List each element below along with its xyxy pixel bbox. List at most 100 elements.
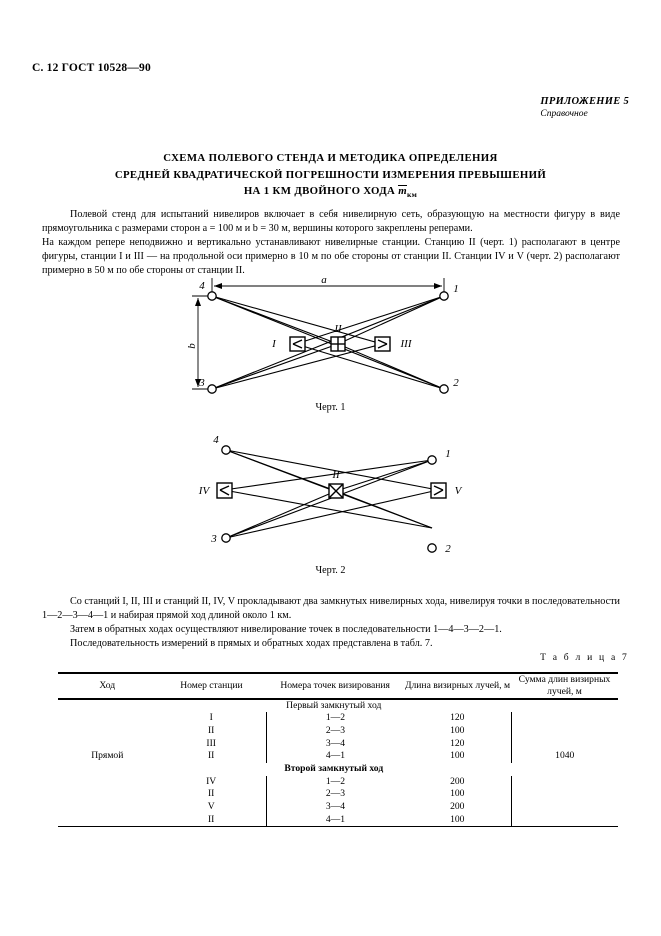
cell-hod [58,725,157,738]
table-row: III 3—4 120 [58,737,618,751]
cell-length: 120 [450,737,465,749]
table-header-row: Ход Номер станции Номера точек визирован… [58,673,618,699]
column-header-station: Номер станции [180,679,243,691]
table-row: Прямой II 4—1 100 1040 [58,750,618,764]
table-body: Первый замкнутый ход I 1—2 120 II 2—3 10… [58,699,618,827]
cell-station: II [207,813,215,825]
table-section-row: Первый замкнутый ход [58,699,618,712]
title-line-1: СХЕМА ПОЛЕВОГО СТЕНДА И МЕТОДИКА ОПРЕДЕЛ… [163,152,498,164]
cell-points: 2—3 [265,788,405,801]
cell-station: II [207,788,215,800]
cell-hod [58,801,157,814]
title-line-3: НА 1 КМ ДВОЙНОГО ХОДА mкм [0,183,661,201]
node-label-3: 3 [210,533,217,545]
dimension-b [191,295,216,390]
intro-paragraphs: Полевой стенд для испытаний нивелиров вк… [42,208,620,278]
cell-length: 100 [450,750,465,762]
cell-sum-total: 1040 [510,750,618,764]
cell-station: II [207,725,215,737]
node-label-1: 1 [445,448,451,460]
cell-length: 100 [450,725,465,737]
cell-hod-empty [58,699,157,712]
cell-station: III [206,737,216,749]
benchmark-nodes [220,445,437,553]
cell-points: 4—1 [265,750,405,764]
dimension-a [211,278,444,296]
table-row: I 1—2 120 [58,712,618,726]
mean-error-symbol: m [398,185,407,198]
cell-hod-label: Прямой [91,750,124,762]
cell-points: 3—4 [265,737,405,751]
station-label-III: III [399,338,412,350]
cell-station: II [207,750,215,762]
cell-sum [510,800,618,814]
cell-station: V [207,800,215,812]
column-header-sum: Сумма длин визирных лучей, м [518,674,611,697]
cell-hod [58,712,157,725]
table-row: II 2—3 100 [58,788,618,801]
node-label-1: 1 [453,283,459,295]
cell-length: 200 [450,800,465,812]
section-label-2: Второй замкнутый ход [284,763,384,775]
cell-hod [58,814,157,827]
dimension-a-label: a [321,274,327,286]
station-label-II: II [331,469,341,481]
cell-sum [510,737,618,751]
cell-points: 3—4 [265,800,405,814]
station-label-V: V [454,485,462,497]
cell-length: 120 [450,712,465,724]
station-label-I: I [271,338,277,350]
paragraph-intro-2: На каждом репере неподвижно и вертикальн… [42,237,620,277]
title-line-3-text: НА 1 КМ ДВОЙНОГО ХОДА [243,185,399,198]
table-row: IV 1—2 200 [58,775,618,789]
mean-error-subscript: км [406,190,418,200]
page-number: С. 12 [32,62,59,74]
cell-points: 1—2 [265,712,405,726]
cell-station: IV [206,775,217,787]
page-title: СХЕМА ПОЛЕВОГО СТЕНДА И МЕТОДИКА ОПРЕДЕЛ… [0,150,661,201]
cell-length: 100 [450,788,465,800]
cell-station: I [209,712,213,724]
cell-points: 2—3 [265,725,405,738]
column-header-length: Длина визирных лучей, м [404,679,511,691]
table-7: Ход Номер станции Номера точек визирован… [58,672,618,827]
node-label-4: 4 [199,280,205,292]
cell-hod [58,776,157,789]
cell-sum [510,712,618,726]
cell-points: 4—1 [265,813,405,827]
table-row: II 2—3 100 [58,725,618,738]
cell-points: 1—2 [265,775,405,789]
node-label-2: 2 [453,377,459,389]
appendix-title: ПРИЛОЖЕНИЕ 5 [540,96,629,107]
column-header-points: Номера точек визирования [280,679,390,691]
standard-designation: ГОСТ 10528—90 [61,62,151,74]
page-header: С. 12 ГОСТ 10528—90 [32,62,151,74]
section-label-1: Первый замкнутый ход [286,699,382,711]
cell-length: 100 [450,813,465,825]
cell-sum-empty [511,763,618,775]
appendix-block: ПРИЛОЖЕНИЕ 5 Справочное [540,95,629,121]
column-header-hod: Ход [99,679,116,691]
figure-2-drawing: 4 1 3 2 IV II V [197,434,462,555]
paragraph-method-3: Последовательность измерений в прямых и … [70,638,433,650]
figure-1-caption: Черт. 1 [315,402,346,413]
cell-sum [510,788,618,801]
sight-rays [223,449,438,539]
paragraph-method-1: Со станций I, II, III и станций II, IV, … [42,596,620,622]
cell-length: 200 [450,775,465,787]
dimension-b-label: b [186,343,198,349]
table-row: V 3—4 200 [58,800,618,814]
appendix-subtitle: Справочное [540,109,588,120]
table-7-wrapper: Ход Номер станции Номера точек визирован… [58,672,618,827]
paragraph-method-2: Затем в обратных ходах осуществляют ниве… [70,624,502,636]
figure-1: a b [0,272,661,422]
table-caption: Т а б л и ц а 7 [540,652,629,663]
station-markers [288,336,391,352]
station-markers [215,482,447,499]
station-label-II: II [333,323,343,335]
paragraph-intro-1: Полевой стенд для испытаний нивелиров вк… [42,209,620,235]
benchmark-nodes [206,291,449,394]
node-label-4: 4 [213,434,219,446]
table-section-row: Второй замкнутый ход [58,763,618,775]
